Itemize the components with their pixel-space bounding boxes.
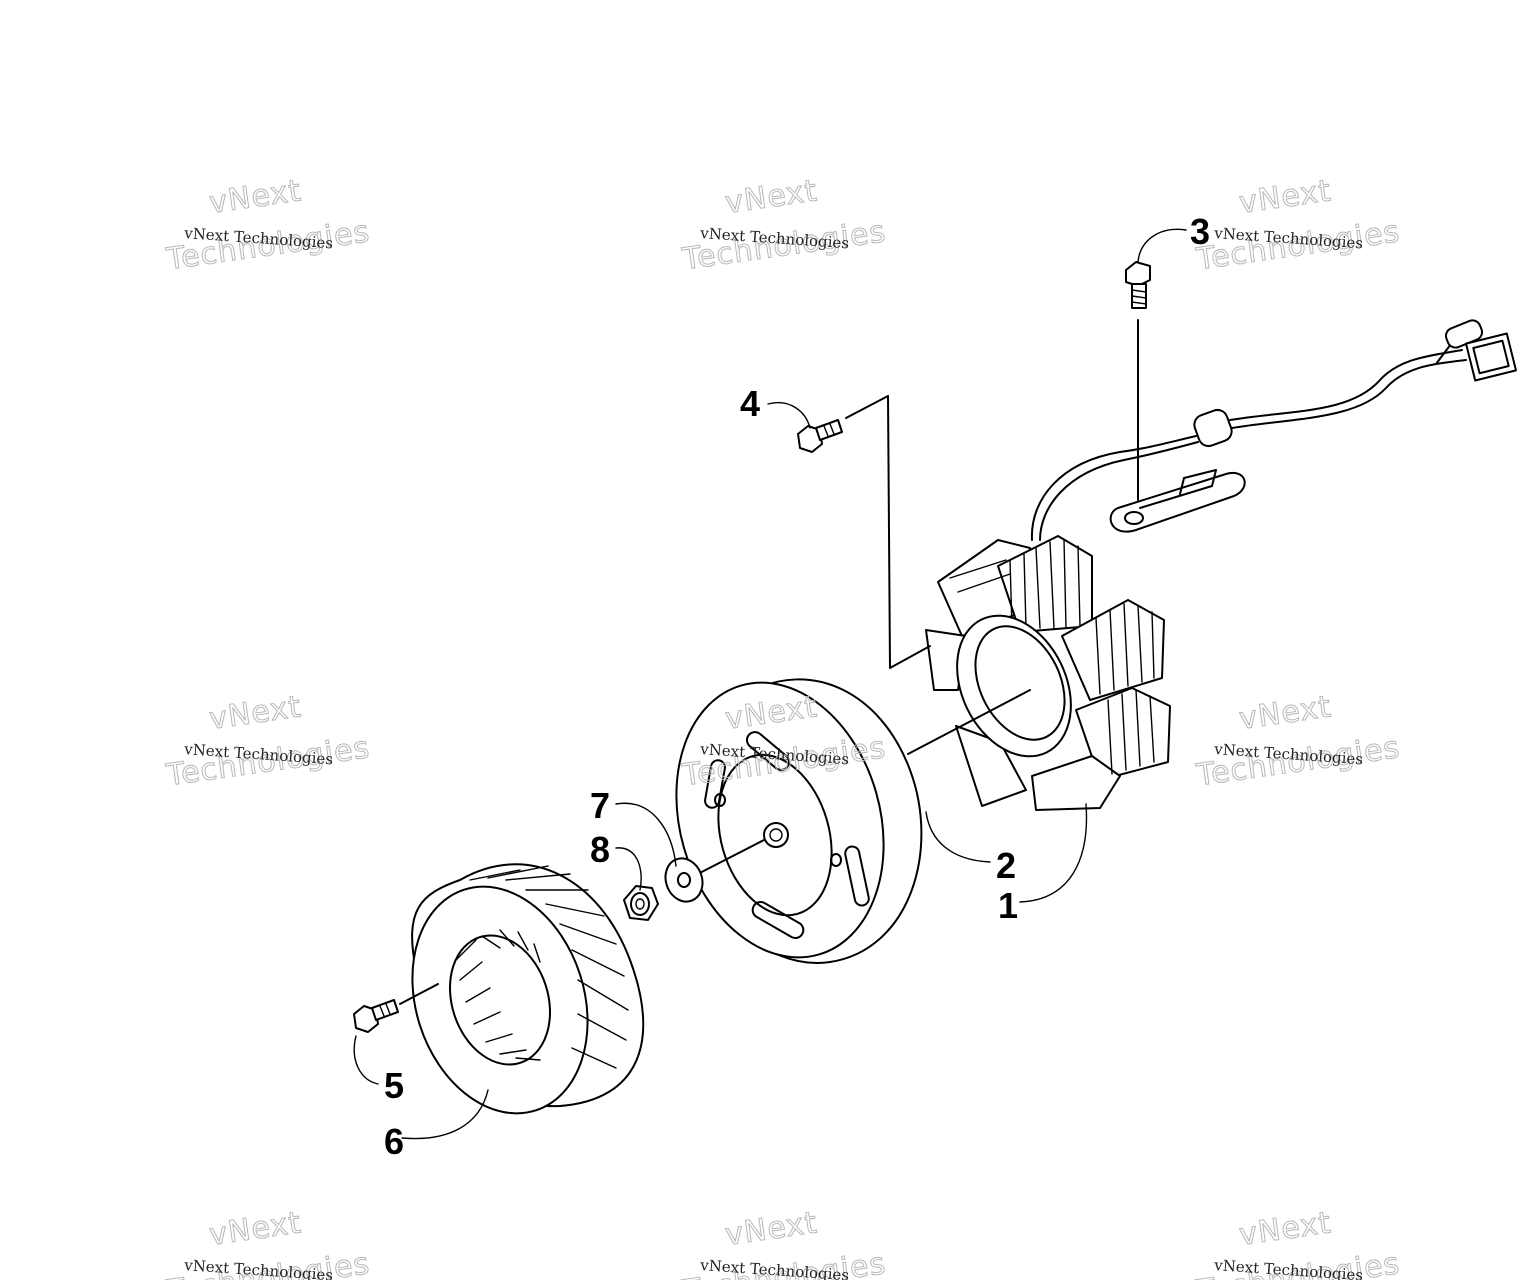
callout-5: 5 bbox=[384, 1065, 404, 1106]
svg-text:vNext: vNext bbox=[1237, 1205, 1334, 1253]
leader-5 bbox=[353, 1035, 379, 1085]
watermark: vNext Technologies bbox=[163, 173, 373, 278]
leader-7 bbox=[615, 802, 677, 867]
leader-4 bbox=[767, 401, 811, 429]
callout-6: 6 bbox=[384, 1121, 404, 1162]
svg-text:vNext: vNext bbox=[207, 1205, 304, 1253]
callout-2: 2 bbox=[996, 845, 1016, 886]
leader-2 bbox=[925, 811, 991, 863]
cooling-fan bbox=[399, 863, 645, 1115]
washer bbox=[664, 857, 704, 903]
stator-poles bbox=[925, 535, 1171, 811]
leader-6 bbox=[401, 1089, 489, 1140]
svg-text:vNext: vNext bbox=[1237, 173, 1334, 221]
svg-text:vNext: vNext bbox=[1237, 689, 1334, 737]
leader-3 bbox=[1137, 228, 1187, 263]
flywheel bbox=[675, 678, 1031, 964]
watermark: vNext Technologies bbox=[1193, 173, 1403, 278]
flange-nut bbox=[623, 885, 659, 921]
svg-text:vNext: vNext bbox=[723, 1205, 820, 1253]
bolt-4 bbox=[797, 395, 931, 669]
watermark: vNext Technologies bbox=[163, 689, 373, 794]
bolt-3 bbox=[1125, 261, 1151, 309]
callout-3: 3 bbox=[1190, 211, 1210, 252]
svg-text:vNext: vNext bbox=[723, 173, 820, 221]
watermark: vNext Technologies bbox=[1193, 1205, 1403, 1280]
watermark-layer: vNext Technologies vNext Technologies vN… bbox=[163, 173, 1403, 1280]
callout-labels: 3 4 7 8 2 1 5 6 bbox=[384, 211, 1210, 1162]
svg-text:vNext: vNext bbox=[207, 689, 304, 737]
leader-lines bbox=[353, 228, 1187, 1140]
callout-7: 7 bbox=[590, 785, 610, 826]
watermark: vNext Technologies bbox=[1193, 689, 1403, 794]
svg-text:vNext: vNext bbox=[207, 173, 304, 221]
callout-1: 1 bbox=[998, 885, 1018, 926]
watermark: vNext Technologies bbox=[679, 173, 889, 278]
callout-8: 8 bbox=[590, 829, 610, 870]
stator-assembly bbox=[925, 319, 1517, 811]
leader-1 bbox=[1019, 803, 1088, 903]
leader-8 bbox=[615, 847, 642, 891]
callout-4: 4 bbox=[740, 383, 760, 424]
bolt-5 bbox=[353, 999, 399, 1033]
